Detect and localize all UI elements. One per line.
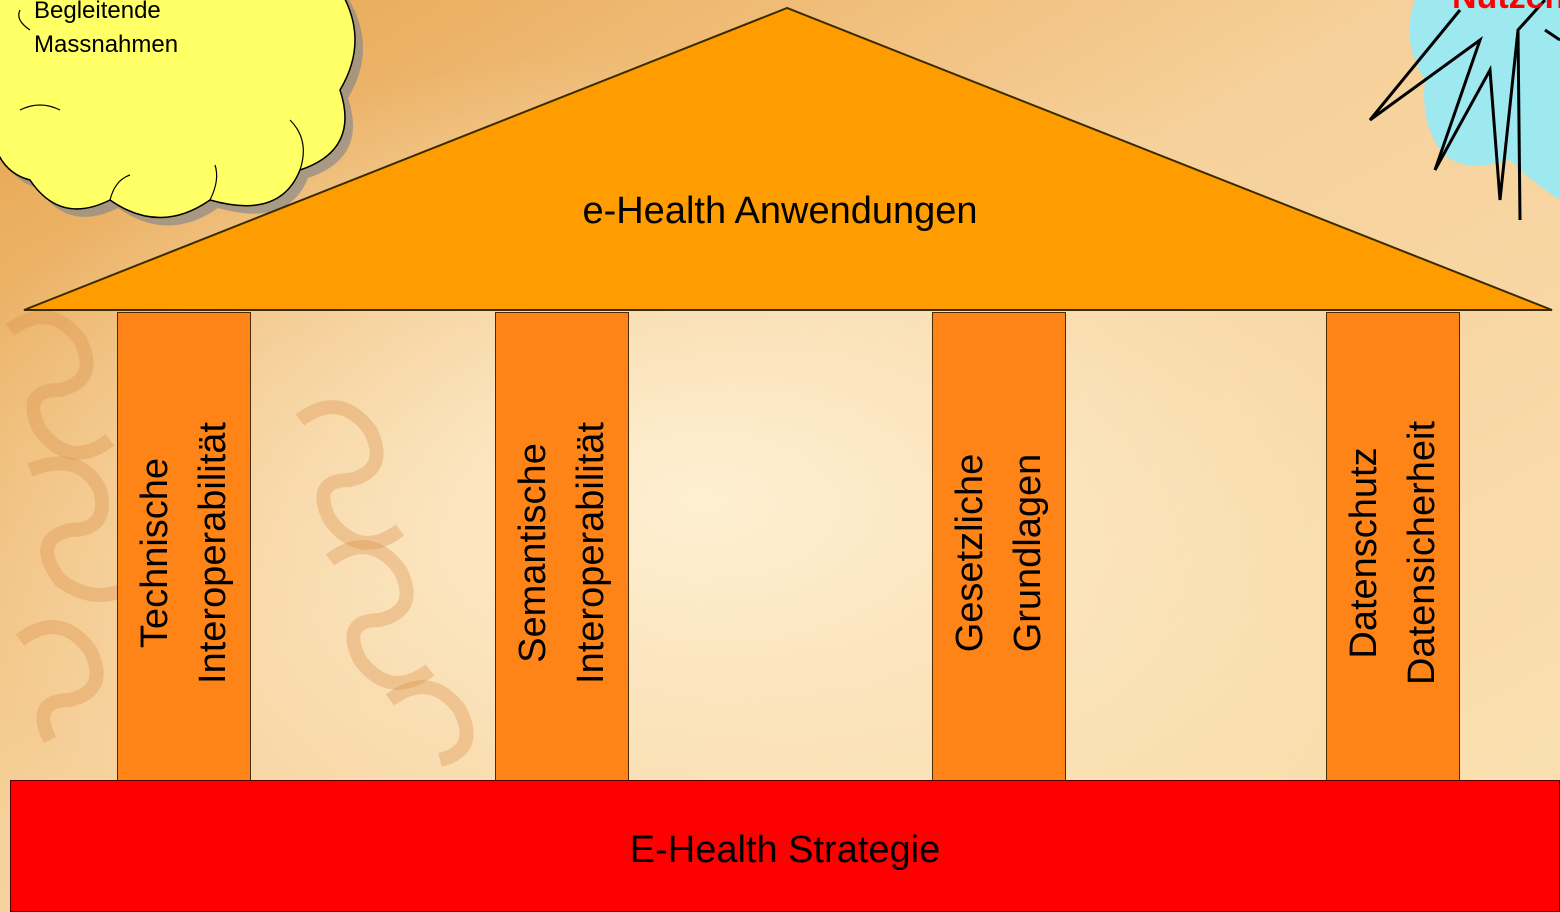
- pillar-label-line2: Interoperabilität: [570, 422, 612, 684]
- cloud-label-line1: Begleitende: [34, 0, 161, 24]
- roof-triangle: [23, 6, 1553, 311]
- pillar-technische-interoperabilitaet: Technische Interoperabilität: [117, 312, 251, 794]
- cloud-label: Begleitende Massnahmen: [34, 0, 178, 62]
- begleitende-massnahmen-cloud: [0, 0, 363, 226]
- pillar-label-line2: Interoperabilität: [192, 422, 234, 684]
- pillar-label-line1: Semantische: [512, 443, 554, 663]
- roof: [23, 6, 1553, 311]
- pillar-label-line2: Grundlagen: [1007, 453, 1049, 653]
- burst-label: Nutzen: [1452, 0, 1560, 17]
- pillar-label-line1: Gesetzliche: [949, 453, 991, 653]
- cloud-label-line2: Massnahmen: [34, 31, 179, 58]
- pillar-label-line2: Datensicherheit: [1401, 420, 1443, 686]
- pillar-label-line1: Datenschutz: [1343, 447, 1385, 659]
- pillar-semantische-interoperabilitaet: Semantische Interoperabilität: [495, 312, 629, 794]
- burst-lines: [1368, 0, 1560, 221]
- pillar-label-line1: Technische: [134, 457, 176, 649]
- pillar-datenschutz-datensicherheit: Datenschutz Datensicherheit: [1326, 312, 1460, 794]
- foundation-base: E-Health Strategie: [10, 780, 1560, 912]
- roof-label: e-Health Anwendungen: [582, 190, 978, 232]
- base-label: E-Health Strategie: [629, 829, 941, 871]
- decorative-swirls: [5, 310, 474, 767]
- pillar-gesetzliche-grundlagen: Gesetzliche Grundlagen: [932, 312, 1066, 794]
- nutzen-burst: [1368, 0, 1560, 221]
